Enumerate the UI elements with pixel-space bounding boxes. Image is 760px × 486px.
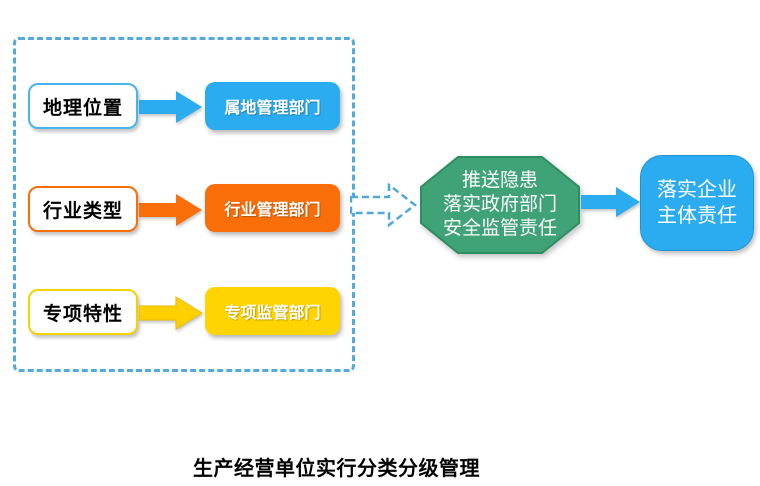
arrow-right-icon-blue bbox=[139, 91, 202, 123]
octagon-line-2: 落实政府部门 bbox=[442, 194, 557, 215]
result-line-2: 主体责任 bbox=[657, 205, 737, 227]
arrow-right-icon-blue-large bbox=[581, 187, 640, 217]
diagram-caption: 生产经营单位实行分类分级管理 bbox=[193, 458, 480, 480]
octagon-line-3: 安全监管责任 bbox=[442, 218, 557, 239]
dashed-arrow-right-icon bbox=[350, 183, 418, 227]
target-box-industry-dept: 行业管理部门 bbox=[205, 184, 340, 232]
label-box-industry: 行业类型 bbox=[28, 186, 138, 232]
result-line-1: 落实企业 bbox=[657, 179, 737, 201]
enterprise-responsibility-box: 落实企业 主体责任 bbox=[640, 155, 754, 251]
target-box-territorial-dept: 属地管理部门 bbox=[205, 82, 340, 130]
octagon-text: 推送隐患 落实政府部门 安全监管责任 bbox=[420, 156, 580, 254]
label-box-special: 专项特性 bbox=[28, 289, 138, 335]
government-supervision-octagon: 推送隐患 落实政府部门 安全监管责任 bbox=[420, 156, 580, 254]
octagon-line-1: 推送隐患 bbox=[461, 170, 538, 191]
arrow-right-icon-orange bbox=[139, 194, 202, 226]
target-box-special-supervision-dept: 专项监管部门 bbox=[205, 287, 340, 335]
label-box-geography: 地理位置 bbox=[28, 83, 138, 129]
octagon-shape-icon bbox=[420, 156, 580, 254]
arrow-right-icon-yellow bbox=[139, 296, 203, 330]
